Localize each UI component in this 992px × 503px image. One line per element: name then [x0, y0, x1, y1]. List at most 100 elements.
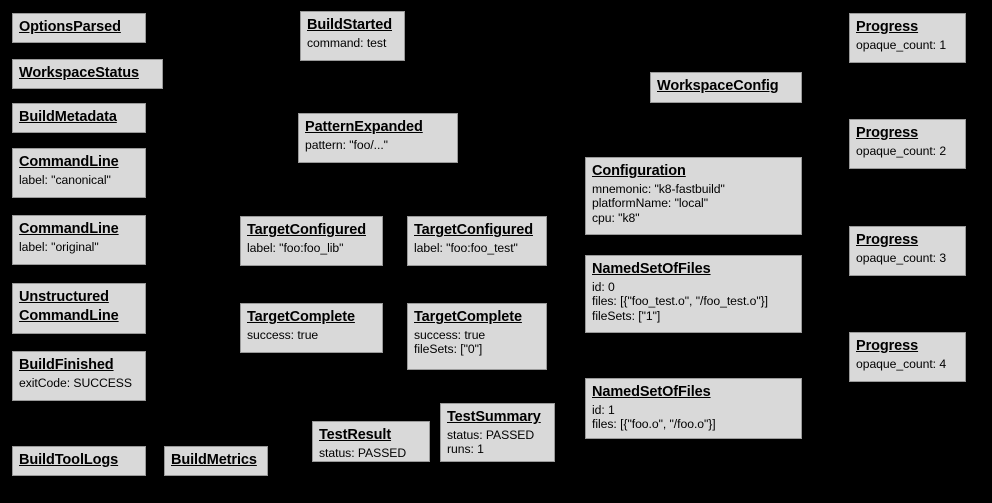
node-title-line: CommandLine — [19, 221, 119, 237]
node-title: TargetConfigured — [247, 221, 376, 240]
node-field: status: PASSED — [319, 445, 407, 460]
node-title-line: BuildStarted — [307, 17, 393, 33]
node-title-line: WorkspaceConfig — [657, 78, 779, 94]
node-fields: label: "canonical" — [19, 173, 139, 187]
node-workspace-config[interactable]: WorkspaceConfig — [650, 72, 802, 103]
node-field: files: [{"foo.o", "/foo.o"}] — [592, 417, 716, 432]
node-field: status: PASSED — [447, 427, 535, 442]
node-field: success: true — [247, 327, 319, 342]
node-title-line: NamedSetOfFiles — [592, 384, 711, 400]
node-options-parsed[interactable]: OptionsParsed — [12, 13, 146, 43]
node-build-metadata[interactable]: BuildMetadata — [12, 103, 146, 133]
node-title-line: TargetComplete — [414, 309, 522, 325]
node-field: label: "foo:foo_test" — [414, 240, 518, 255]
node-title-line: TestResult — [319, 427, 392, 443]
node-fields: pattern: "foo/..." — [305, 138, 451, 152]
node-build-finished[interactable]: BuildFinished exitCode: SUCCESS — [12, 351, 146, 401]
node-title-line: BuildMetadata — [19, 109, 117, 125]
node-field: pattern: "foo/..." — [305, 137, 388, 152]
node-title: BuildMetrics — [171, 451, 261, 470]
node-fields: command: test — [307, 36, 398, 50]
node-field: runs: 1 — [447, 442, 484, 457]
node-title-line: TargetComplete — [247, 309, 355, 325]
node-title: TargetComplete — [414, 308, 540, 327]
node-fields: success: true — [247, 328, 376, 342]
node-workspace-status[interactable]: WorkspaceStatus — [12, 59, 163, 89]
node-field: id: 0 — [592, 279, 615, 294]
node-title-line: CommandLine — [19, 307, 119, 324]
node-title-line: OptionsParsed — [19, 19, 121, 35]
node-title: BuildMetadata — [19, 108, 139, 127]
node-title: NamedSetOfFiles — [592, 260, 795, 279]
node-field: success: true — [414, 327, 486, 342]
node-fields: mnemonic: "k8-fastbuild"platformName: "l… — [592, 182, 795, 225]
node-title-line: Progress — [856, 338, 919, 354]
node-title: Progress — [856, 337, 959, 356]
node-title: NamedSetOfFiles — [592, 383, 795, 402]
node-title: BuildStarted — [307, 16, 398, 35]
node-title-line: WorkspaceStatus — [19, 65, 139, 81]
node-field: label: "foo:foo_lib" — [247, 240, 344, 255]
node-title: BuildToolLogs — [19, 451, 139, 470]
node-target-complete-foo-lib[interactable]: TargetComplete success: true — [240, 303, 383, 353]
node-field: id: 1 — [592, 402, 615, 417]
node-title: PatternExpanded — [305, 118, 451, 137]
node-title-line: TestSummary — [447, 409, 541, 425]
node-title: CommandLine — [19, 153, 139, 172]
node-field: platformName: "local" — [592, 196, 708, 211]
node-field: files: [{"foo_test.o", "/foo_test.o"}] — [592, 294, 768, 309]
node-field: fileSets: ["1"] — [592, 308, 661, 323]
node-build-tool-logs[interactable]: BuildToolLogs — [12, 446, 146, 476]
node-command-line-original[interactable]: CommandLine label: "original" — [12, 215, 146, 265]
node-build-started[interactable]: BuildStarted command: test — [300, 11, 405, 61]
node-field: opaque_count: 1 — [856, 37, 947, 52]
node-field: command: test — [307, 35, 387, 50]
node-configuration[interactable]: Configuration mnemonic: "k8-fastbuild"pla… — [585, 157, 802, 235]
node-field: fileSets: ["0"] — [414, 342, 483, 357]
node-title-line: BuildToolLogs — [19, 452, 119, 468]
node-title-line: BuildMetrics — [171, 452, 257, 468]
node-field: label: "original" — [19, 239, 99, 254]
node-fields: label: "foo:foo_lib" — [247, 241, 376, 255]
node-fields: opaque_count: 3 — [856, 251, 959, 265]
node-field: opaque_count: 2 — [856, 143, 947, 158]
node-test-result[interactable]: TestResult status: PASSED — [312, 421, 430, 462]
node-title-line: Configuration — [592, 163, 686, 179]
node-title-line: Progress — [856, 125, 919, 141]
node-fields: label: "original" — [19, 240, 139, 254]
node-build-metrics[interactable]: BuildMetrics — [164, 446, 268, 476]
node-progress-4[interactable]: Progress opaque_count: 4 — [849, 332, 966, 382]
node-title: TestSummary — [447, 408, 548, 427]
node-field: mnemonic: "k8-fastbuild" — [592, 181, 725, 196]
node-fields: label: "foo:foo_test" — [414, 241, 540, 255]
node-fields: exitCode: SUCCESS — [19, 376, 139, 390]
node-title: TestResult — [319, 426, 423, 445]
node-title-line: BuildFinished — [19, 357, 114, 373]
node-fields: opaque_count: 4 — [856, 357, 959, 371]
node-field: opaque_count: 4 — [856, 356, 947, 371]
node-progress-2[interactable]: Progress opaque_count: 2 — [849, 119, 966, 169]
node-title: Progress — [856, 18, 959, 37]
node-title: WorkspaceStatus — [19, 64, 156, 83]
node-title: Progress — [856, 124, 959, 143]
node-title: WorkspaceConfig — [657, 77, 795, 96]
node-fields: status: PASSED — [319, 446, 423, 460]
node-fields: opaque_count: 2 — [856, 144, 959, 158]
